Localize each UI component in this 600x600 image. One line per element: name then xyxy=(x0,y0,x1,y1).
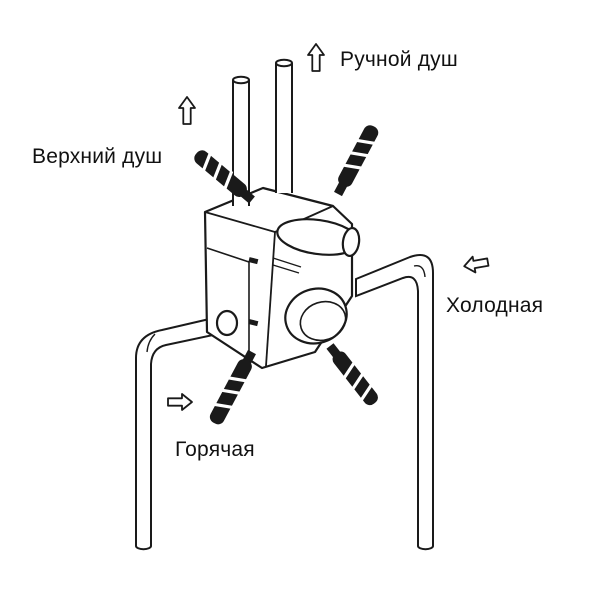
cold-inlet-pipe xyxy=(355,254,434,551)
label-hand-shower: Ручной душ xyxy=(340,48,458,71)
bolt-detail xyxy=(248,257,259,327)
label-cold: Холодная xyxy=(446,294,543,317)
body-port xyxy=(284,287,348,345)
left-port xyxy=(215,309,239,337)
label-hot: Горячая xyxy=(175,438,255,461)
arrow-hand-shower xyxy=(307,43,325,72)
handle-upper-left xyxy=(194,150,255,204)
body-cylinder xyxy=(276,218,361,258)
handle-upper-right xyxy=(334,125,379,197)
handle-lower-left xyxy=(209,349,256,425)
hot-inlet-pipe xyxy=(135,315,219,551)
hand-shower-pipe xyxy=(275,58,293,193)
arrow-overhead-shower xyxy=(178,96,196,125)
overhead-shower-pipe xyxy=(232,75,250,206)
handle-lower-right xyxy=(326,343,378,406)
arrow-cold-inlet xyxy=(463,255,490,274)
label-overhead-shower: Верхний душ xyxy=(32,145,162,168)
arrow-hot-inlet xyxy=(167,393,193,411)
valve-body xyxy=(203,186,361,370)
